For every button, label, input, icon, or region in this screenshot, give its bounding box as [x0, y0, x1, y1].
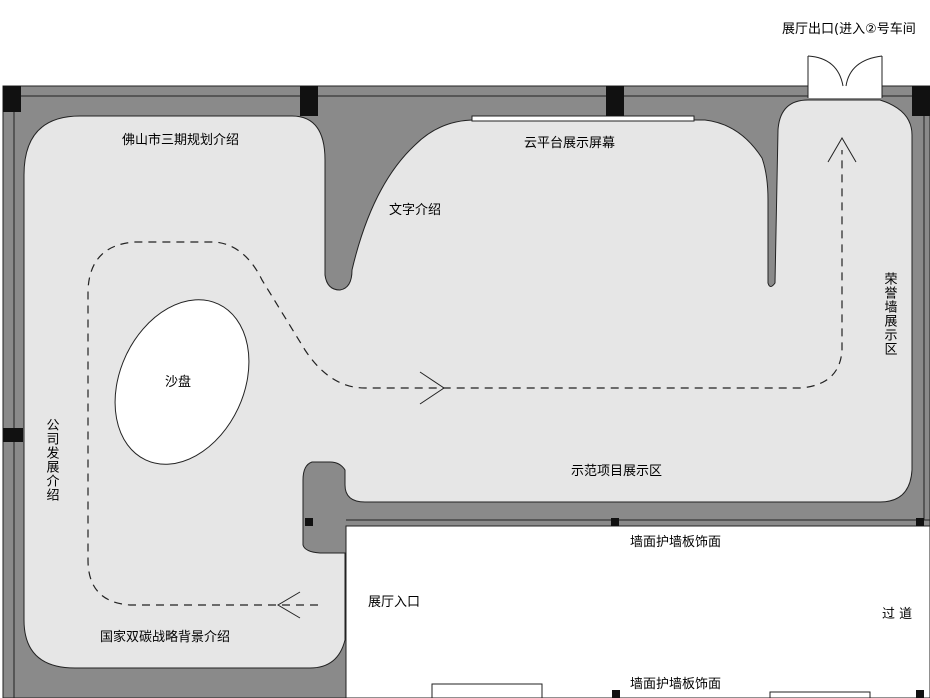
pillar — [612, 690, 620, 698]
pillar — [916, 690, 924, 698]
foshan-plan-label: 佛山市三期规划介绍 — [122, 132, 239, 148]
demo-projects-label: 示范项目展示区 — [571, 464, 662, 479]
corridor-label: 过 道 — [882, 607, 912, 622]
honor-wall-label: 荣誉墙展示区 — [882, 272, 898, 356]
pillar — [606, 86, 624, 116]
wall-panel-bottom-label: 墙面护墙板饰面 — [630, 677, 721, 692]
entrance-room — [345, 525, 930, 698]
text-intro-label: 文字介绍 — [389, 203, 441, 218]
route-arrow-left-icon — [277, 591, 301, 619]
pillar — [305, 518, 313, 526]
pillar — [3, 428, 23, 442]
pillar — [611, 518, 619, 526]
wall-panel-top-label: 墙面护墙板饰面 — [630, 535, 721, 550]
sand-table-label: 沙盘 — [165, 374, 191, 390]
company-dev-label: 公司发展介绍 — [44, 418, 60, 502]
exit-opening — [808, 84, 882, 98]
cloud-screen-label: 云平台展示屏幕 — [524, 136, 615, 151]
pillar — [300, 86, 318, 116]
exhibition-exit-label: 展厅出口(进入②号车间 — [782, 21, 916, 37]
carbon-strategy-label: 国家双碳战略背景介绍 — [100, 629, 230, 645]
route-arrow-right-icon — [419, 371, 445, 405]
pillar — [3, 86, 21, 112]
pillar — [916, 518, 924, 526]
sand-table — [114, 299, 250, 465]
entrance-label: 展厅入口 — [368, 595, 420, 610]
pillar — [912, 86, 930, 116]
route-arrow-up-icon — [827, 137, 857, 163]
exit-doors — [807, 55, 883, 98]
cloud-screen-bar — [471, 115, 695, 122]
exhibition-floor — [23, 99, 913, 669]
